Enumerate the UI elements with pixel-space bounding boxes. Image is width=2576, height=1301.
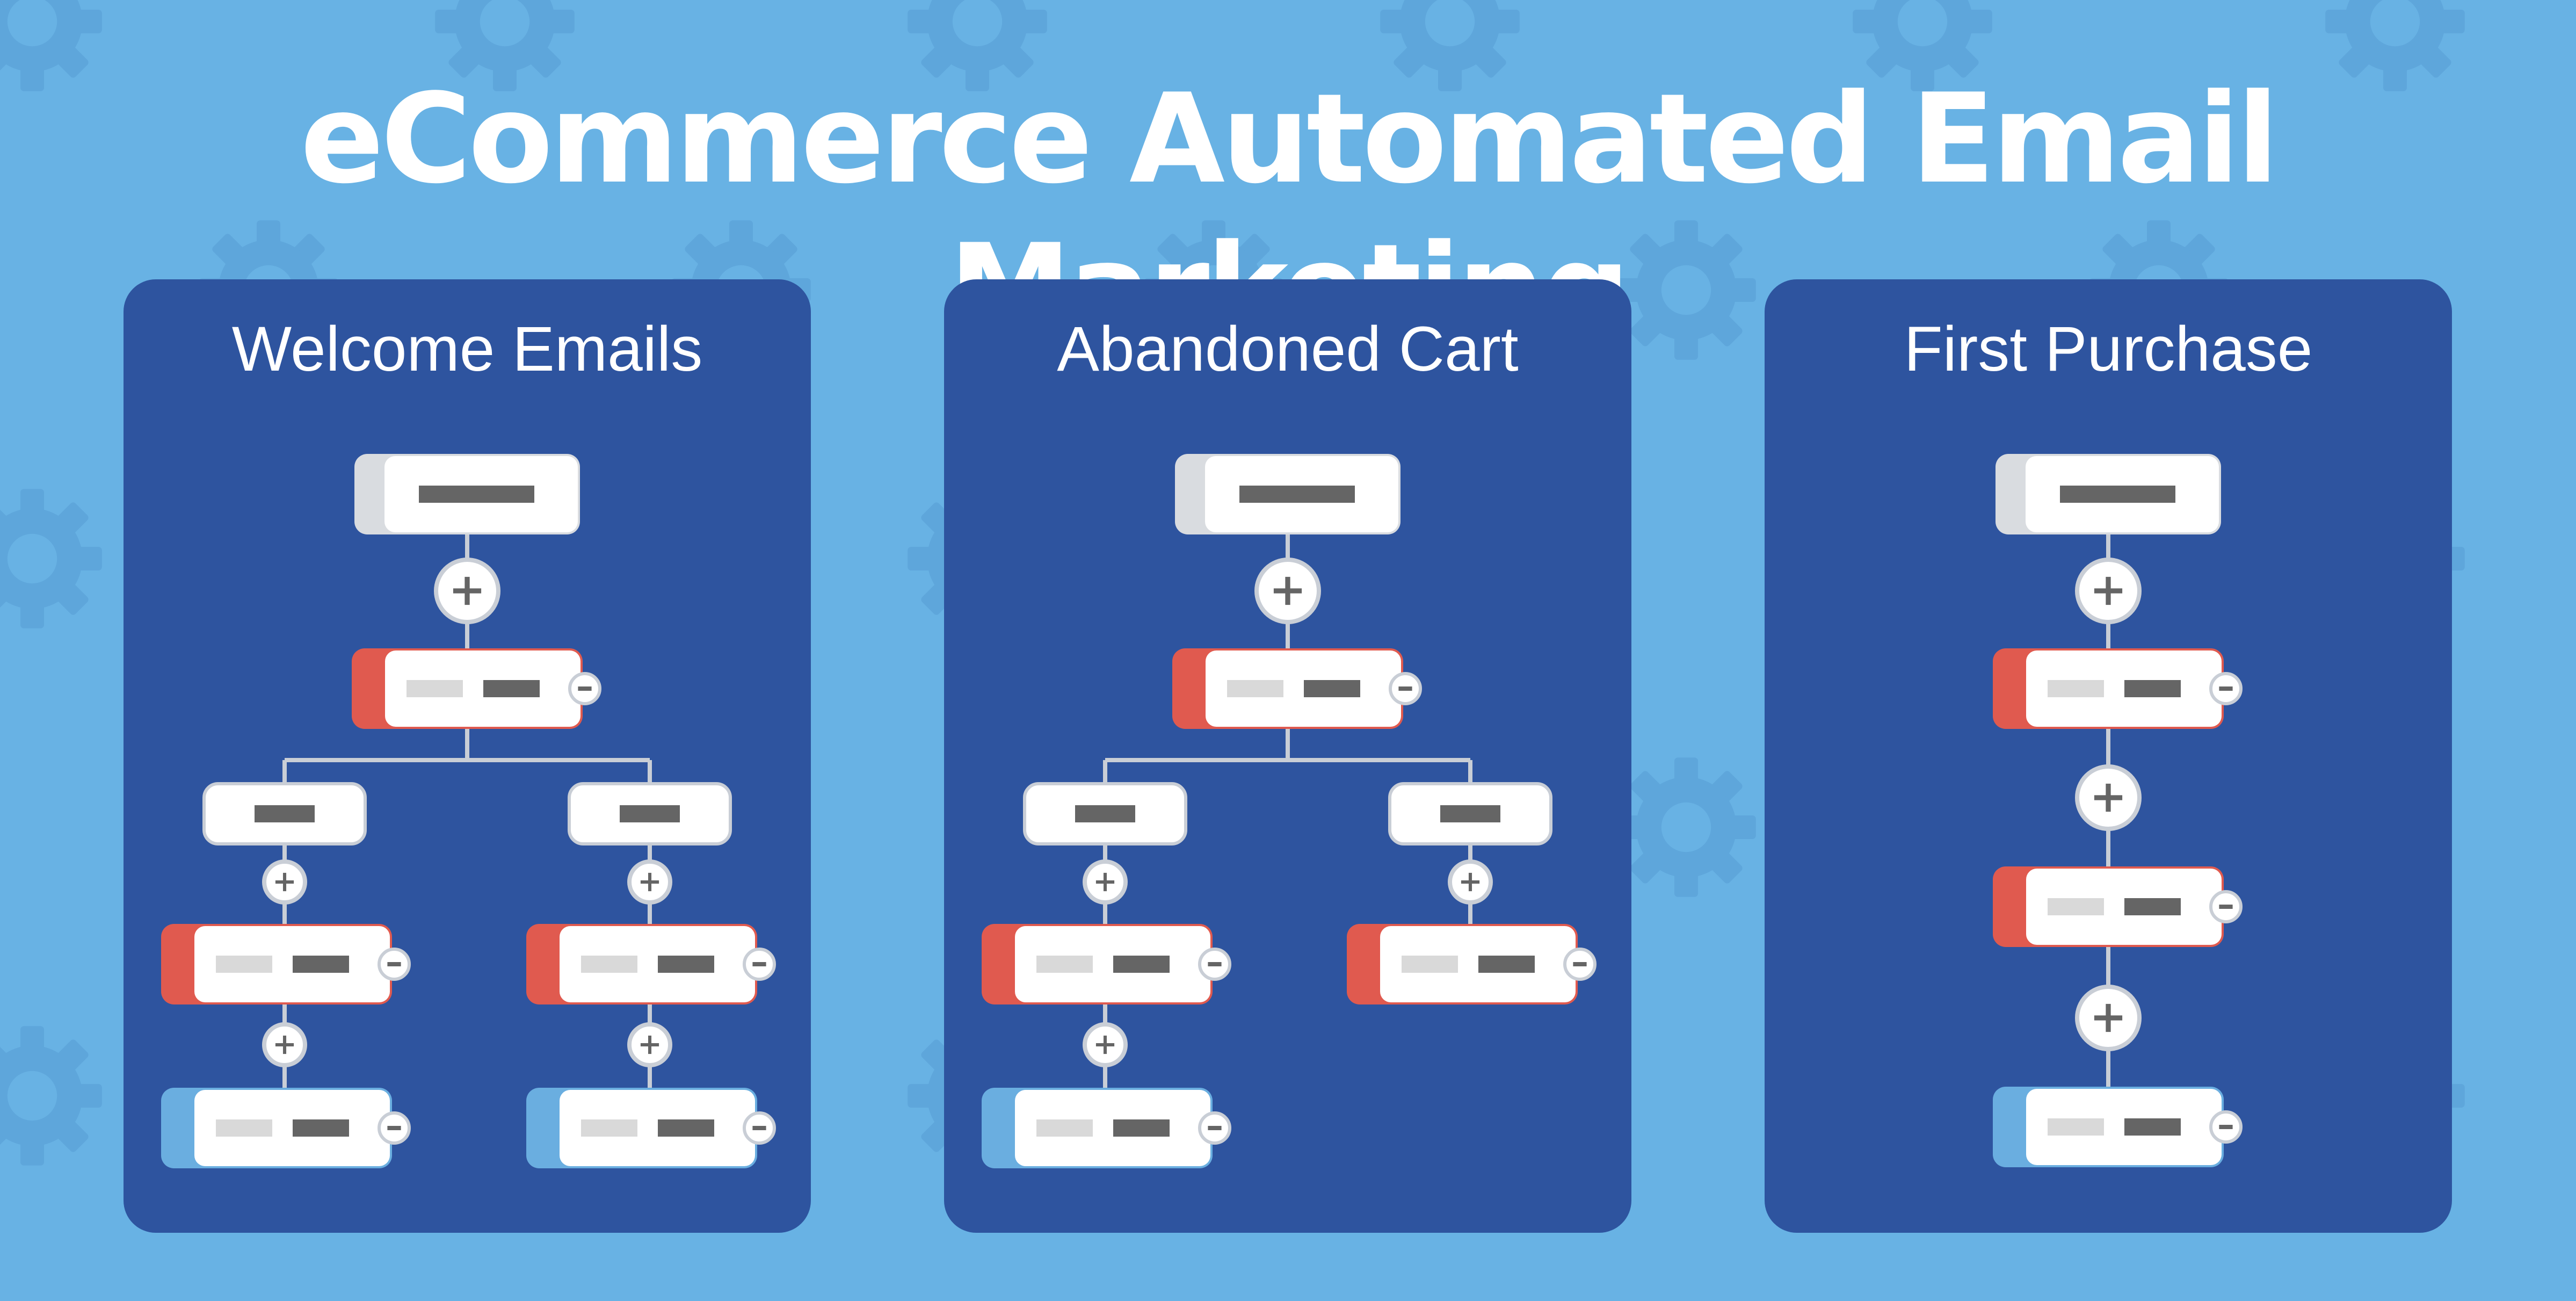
email-card	[1993, 866, 2224, 947]
panel-welcome-emails: Welcome Emails	[124, 279, 811, 1233]
split-node	[1023, 782, 1187, 845]
split-node	[1388, 782, 1552, 845]
plus-icon	[1254, 558, 1321, 624]
gear-icon	[1853, 0, 1992, 91]
gear-icon	[2325, 0, 2465, 91]
split-node	[568, 782, 732, 845]
panel-title: First Purchase	[1904, 314, 2313, 385]
gear-icon	[1380, 0, 1520, 91]
minus-icon	[568, 672, 601, 705]
email-card	[352, 648, 583, 729]
email-card	[1993, 648, 2224, 729]
minus-icon	[2209, 672, 2243, 705]
plus-icon	[434, 558, 500, 624]
minus-icon	[743, 1111, 776, 1145]
plus-icon	[627, 1022, 672, 1067]
minus-icon	[1389, 672, 1422, 705]
gear-icon	[435, 0, 575, 91]
plus-icon	[262, 859, 307, 905]
gear-icon	[0, 0, 102, 91]
panel-title: Abandoned Cart	[1057, 314, 1519, 385]
minus-icon	[2209, 1110, 2243, 1144]
email-card	[526, 924, 757, 1004]
split-node	[202, 782, 367, 845]
plus-icon	[2075, 985, 2142, 1051]
gear-icon	[0, 489, 102, 628]
plus-icon	[2075, 558, 2142, 624]
gear-icon	[0, 1026, 102, 1166]
workflow-diagram	[1993, 454, 2243, 1167]
final-email-card	[1993, 1087, 2224, 1167]
trigger-card	[354, 454, 580, 534]
plus-icon	[2075, 764, 2142, 831]
email-card	[161, 924, 392, 1004]
final-email-card	[161, 1088, 392, 1168]
plus-icon	[1448, 859, 1493, 905]
panel-title: Welcome Emails	[231, 314, 703, 385]
gear-icon	[1616, 757, 1756, 897]
gear-icon	[908, 0, 1047, 91]
panel-first-purchase: First Purchase	[1765, 279, 2452, 1233]
minus-icon	[1198, 1111, 1231, 1145]
minus-icon	[378, 948, 411, 981]
gear-icon	[1616, 220, 1756, 360]
email-card	[1347, 924, 1578, 1004]
minus-icon	[1563, 948, 1597, 981]
plus-icon	[1083, 1022, 1128, 1067]
minus-icon	[1198, 948, 1231, 981]
minus-icon	[2209, 890, 2243, 923]
plus-icon	[262, 1022, 307, 1067]
plus-icon	[1083, 859, 1128, 905]
email-card	[982, 924, 1213, 1004]
panel-abandoned-cart: Abandoned Cart	[944, 279, 1631, 1233]
trigger-card	[1175, 454, 1401, 534]
final-email-card	[982, 1088, 1213, 1168]
trigger-card	[1996, 454, 2221, 534]
final-email-card	[526, 1088, 757, 1168]
workflow-diagram	[982, 454, 1597, 1168]
minus-icon	[743, 948, 776, 981]
workflow-diagram	[161, 454, 776, 1168]
minus-icon	[378, 1111, 411, 1145]
email-card	[1172, 648, 1403, 729]
plus-icon	[627, 859, 672, 905]
